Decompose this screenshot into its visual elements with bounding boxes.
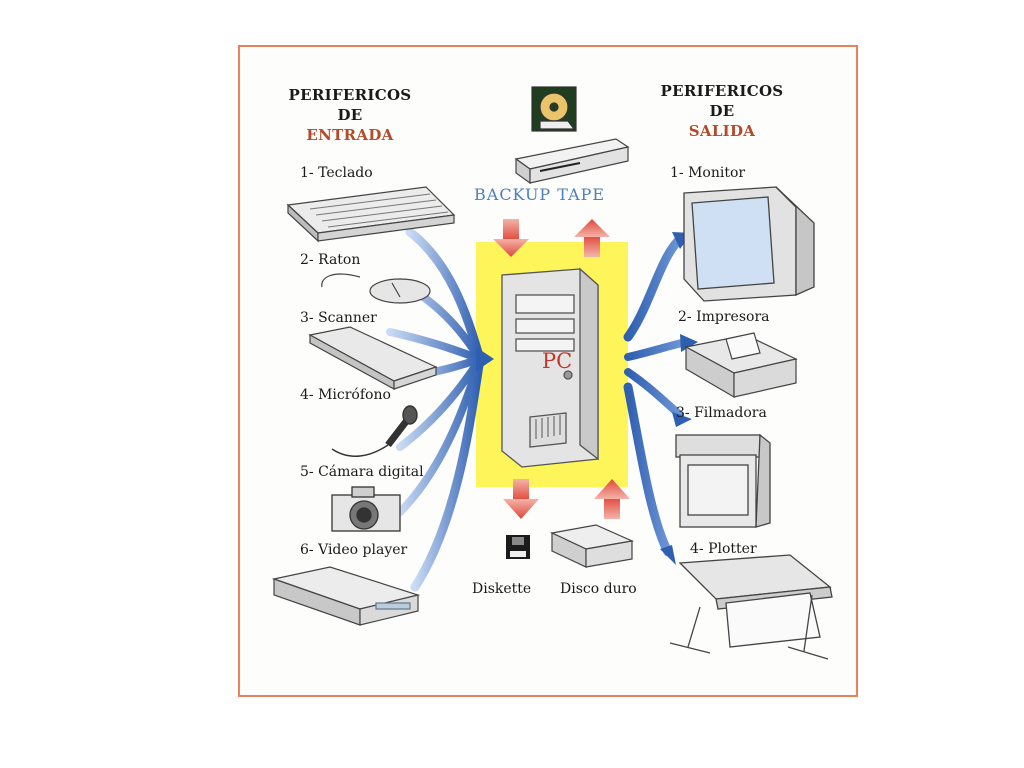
output-label-monitor: 1- Monitor	[670, 165, 746, 181]
diagram-frame: PERIFERICOS DE ENTRADA PERIFERICOS DE SA…	[238, 45, 858, 697]
pc-label: PC	[542, 349, 573, 373]
red-arrow-diskette	[503, 479, 539, 519]
filmadora-icon	[675, 433, 771, 528]
camera-icon	[331, 486, 401, 532]
output-label-printer: 2- Impresora	[678, 309, 770, 325]
keyboard-icon	[286, 186, 456, 243]
input-label-camera: 5- Cámara digital	[300, 464, 424, 480]
input-title-line2: DE	[337, 106, 363, 124]
video-player-icon	[271, 566, 421, 626]
input-title-line3: ENTRADA	[306, 126, 394, 144]
output-flow-arrows	[623, 234, 686, 557]
plotter-icon	[669, 554, 833, 660]
hard-disk-icon	[550, 524, 635, 568]
mouse-icon	[321, 273, 431, 304]
input-peripherals-title: PERIFERICOS DE ENTRADA	[280, 85, 420, 145]
input-title-line1: PERIFERICOS	[288, 86, 412, 104]
input-label-mouse: 2- Raton	[300, 252, 361, 268]
red-arrow-backup-out	[574, 219, 610, 257]
output-arrow-head-printer	[680, 334, 698, 352]
output-peripherals-title: PERIFERICOS DE SALIDA	[652, 81, 792, 141]
pc-tower-icon	[501, 267, 599, 468]
diagram-artwork	[271, 86, 833, 660]
output-title-line3: SALIDA	[688, 122, 756, 140]
output-arrow-head-filmadora	[672, 412, 692, 427]
red-arrow-backup-in	[493, 219, 529, 257]
scanner-icon	[308, 326, 438, 391]
input-label-microphone: 4- Micrófono	[300, 387, 391, 403]
printer-icon	[684, 332, 798, 399]
microphone-icon	[331, 405, 418, 457]
diskette-icon	[506, 535, 530, 559]
backup-tape-drive-icon	[514, 138, 630, 185]
backup-tape-label: BACKUP TAPE	[474, 185, 606, 204]
red-arrow-disk	[594, 479, 630, 519]
output-title-line1: PERIFERICOS	[660, 82, 784, 100]
storage-label-diskette: Diskette	[472, 581, 532, 597]
output-label-plotter: 4- Plotter	[690, 541, 757, 557]
output-label-filmadora: 3- Filmadora	[676, 405, 767, 421]
storage-label-hard-disk: Disco duro	[560, 581, 637, 597]
output-arrow-head-plotter	[660, 545, 676, 565]
input-label-video-player: 6- Video player	[300, 542, 408, 558]
output-title-line2: DE	[709, 102, 735, 120]
input-label-keyboard: 1- Teclado	[300, 165, 373, 181]
input-label-scanner: 3- Scanner	[300, 310, 377, 326]
input-arrow-head	[476, 347, 494, 371]
monitor-icon	[683, 186, 815, 302]
cd-box-icon	[531, 86, 577, 132]
